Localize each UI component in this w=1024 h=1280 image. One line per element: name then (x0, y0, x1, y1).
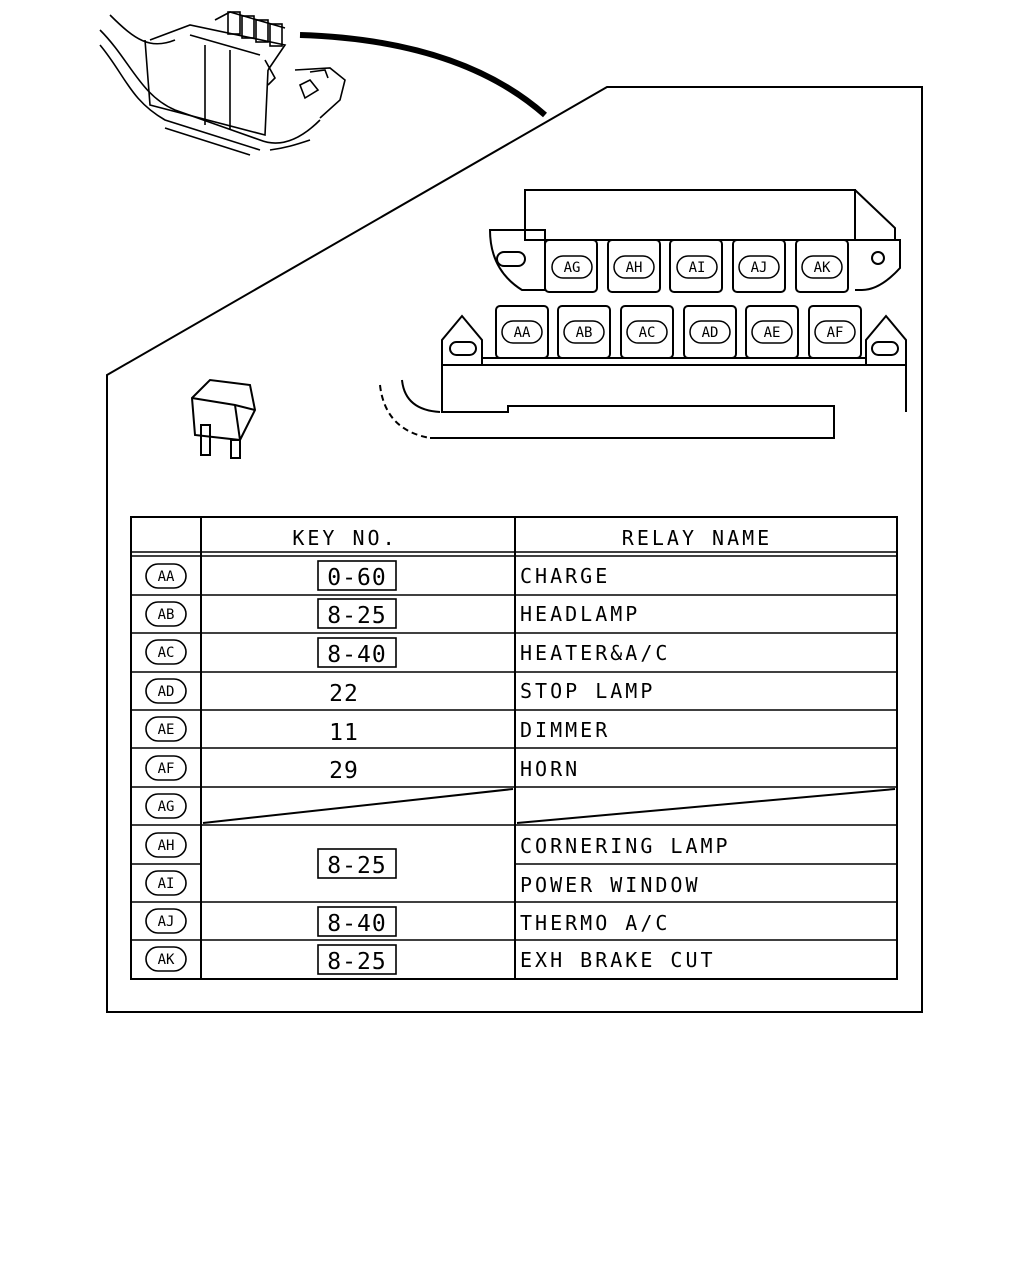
harness-illustration (99, 11, 346, 156)
svg-text:AH: AH (626, 260, 643, 276)
key-AF: 29 (329, 758, 359, 784)
table-names: CHARGE HEADLAMP HEATER&A/C STOP LAMP DIM… (520, 564, 731, 972)
key-AB: 8-25 (327, 603, 386, 629)
name-AA: CHARGE (520, 564, 610, 588)
leader-arc (299, 32, 547, 118)
svg-text:AI: AI (158, 876, 175, 892)
svg-text:AF: AF (827, 325, 844, 341)
socket-label-AG: AG (551, 255, 593, 279)
socket-label-AA: AA (501, 320, 543, 344)
svg-text:AK: AK (814, 260, 831, 276)
svg-text:AE: AE (158, 722, 175, 738)
svg-text:AD: AD (158, 684, 175, 700)
socket-label-AD: AD (689, 320, 731, 344)
svg-text:AI: AI (689, 260, 706, 276)
key-AC: 8-40 (327, 642, 386, 668)
svg-text:AG: AG (564, 260, 581, 276)
svg-text:AC: AC (639, 325, 656, 341)
row-code-AC: AC (145, 639, 187, 665)
relay-table: KEY NO. RELAY NAME (130, 516, 898, 980)
table-codes: AA AB AC AD AE AF AG AH AI AJ AK (145, 563, 187, 972)
socket-label-AF: AF (814, 320, 856, 344)
relay-cube-icon (190, 378, 257, 459)
row-code-AB: AB (145, 601, 187, 627)
row-code-AI: AI (145, 870, 187, 896)
socket-label-AC: AC (626, 320, 668, 344)
name-AJ: THERMO A/C (520, 911, 670, 935)
svg-text:AH: AH (158, 838, 175, 854)
socket-label-AE: AE (751, 320, 793, 344)
svg-text:AA: AA (158, 569, 175, 585)
key-AJ: 8-40 (327, 911, 386, 937)
row-code-AH: AH (145, 832, 187, 858)
header-relay-name: RELAY NAME (622, 526, 772, 550)
name-AC: HEATER&A/C (520, 641, 670, 665)
socket-label-AI: AI (676, 255, 718, 279)
svg-text:AB: AB (158, 607, 175, 623)
header-key-no: KEY NO. (292, 526, 397, 550)
name-AE: DIMMER (520, 718, 610, 742)
key-AE: 11 (329, 720, 359, 746)
svg-text:AA: AA (514, 325, 531, 341)
svg-text:AC: AC (158, 645, 175, 661)
row-code-AE: AE (145, 716, 187, 742)
name-AK: EXH BRAKE CUT (520, 948, 716, 972)
name-AF: HORN (520, 757, 580, 781)
svg-text:AG: AG (158, 799, 175, 815)
relay-socket-labels: AG AH AI AJ AK AA AB AC (501, 255, 856, 344)
key-AA: 0-60 (327, 565, 386, 591)
socket-label-AK: AK (801, 255, 843, 279)
socket-label-AB: AB (563, 320, 605, 344)
svg-text:AF: AF (158, 761, 175, 777)
socket-label-AJ: AJ (738, 255, 780, 279)
row-code-AK: AK (145, 946, 187, 972)
name-AI: POWER WINDOW (520, 873, 701, 897)
row-code-AG: AG (145, 793, 187, 819)
svg-text:AJ: AJ (751, 260, 768, 276)
row-code-AD: AD (145, 678, 187, 704)
panel-outline (106, 86, 923, 1013)
socket-label-AH: AH (613, 255, 655, 279)
name-AH: CORNERING LAMP (520, 834, 731, 858)
svg-text:AD: AD (702, 325, 719, 341)
table-keys: 0-60 8-25 8-40 22 11 29 8-25 8-40 8-25 (317, 560, 397, 975)
name-AD: STOP LAMP (520, 679, 655, 703)
svg-text:AK: AK (158, 952, 175, 968)
row-code-AA: AA (145, 563, 187, 589)
svg-text:AJ: AJ (158, 914, 175, 930)
key-AK: 8-25 (327, 949, 386, 975)
name-AB: HEADLAMP (520, 602, 640, 626)
svg-text:AB: AB (576, 325, 593, 341)
relay-block (379, 189, 907, 439)
key-AD: 22 (329, 681, 359, 707)
row-code-AJ: AJ (145, 908, 187, 934)
key-AH-AI: 8-25 (327, 853, 386, 879)
row-code-AF: AF (145, 755, 187, 781)
svg-text:AE: AE (764, 325, 781, 341)
